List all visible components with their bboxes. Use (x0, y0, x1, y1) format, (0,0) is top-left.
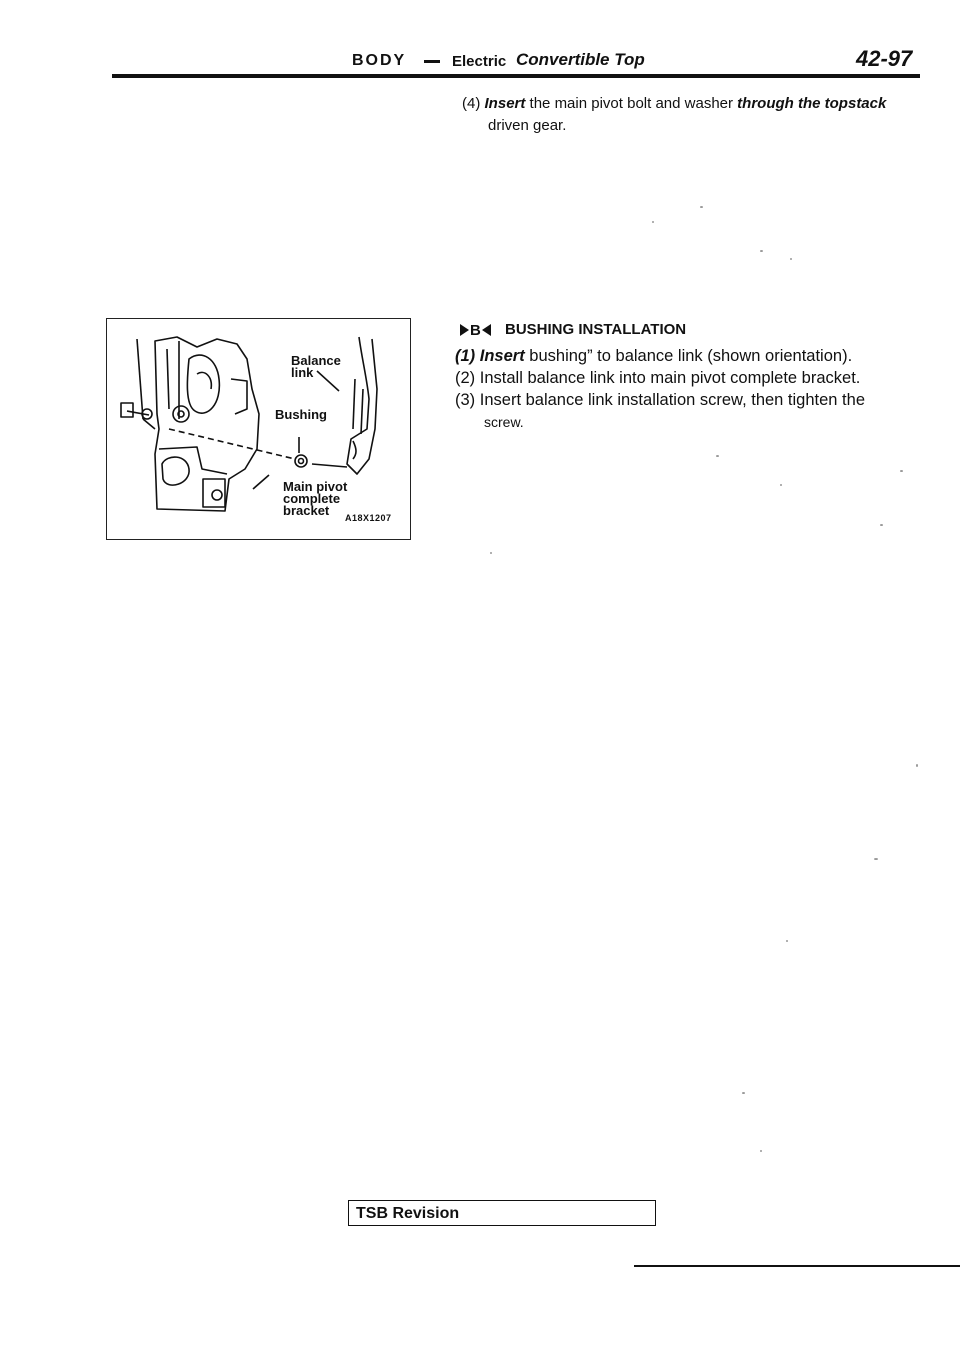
tsb-revision-box (348, 1200, 656, 1226)
header-rule (112, 74, 920, 78)
tsb-revision-label: TSB Revision (356, 1205, 460, 1222)
section-marker: B (460, 321, 491, 339)
page-number: 42-97 (856, 46, 913, 71)
section-b-step-1: (1) Insert bushing” to balance link (sho… (455, 347, 853, 365)
figure-code: A18X1207 (345, 513, 392, 523)
arrow-right-icon (460, 324, 469, 337)
step-4-line-2: driven gear. (488, 117, 567, 134)
footer-rule (634, 1265, 960, 1267)
step-4-text-b: through the topstack (737, 95, 887, 112)
step-4-verb: Insert (484, 95, 526, 112)
step-4-number: (4) (462, 95, 481, 112)
section-b-heading: B BUSHING INSTALLATION (460, 321, 686, 339)
bracket-illustration (120, 336, 378, 512)
section-b-title: BUSHING INSTALLATION (505, 321, 687, 338)
step-4-text-a: the main pivot bolt and washer (529, 95, 733, 112)
arrow-left-icon (481, 324, 491, 337)
subsection-title-a: Electric (452, 53, 507, 70)
subsection-title-b: Convertible Top (516, 50, 645, 69)
label-bushing: Bushing (275, 407, 327, 422)
section-title: BODY (352, 52, 407, 69)
bushing-installation-figure: Balance link Bushing Main pivot complete… (106, 318, 411, 540)
header-dash (424, 60, 440, 63)
label-balance-link: Balance link (291, 353, 341, 380)
label-main-pivot-bracket: Main pivot complete bracket (283, 479, 348, 518)
step-4-line-1: (4) Insert the main pivot bolt and washe… (462, 95, 886, 112)
section-b-step-3-continued: screw. (484, 414, 524, 430)
section-b-step-3: (3) Insert balance link installation scr… (455, 391, 865, 409)
section-b-step-2: (2) Install balance link into main pivot… (455, 369, 861, 387)
